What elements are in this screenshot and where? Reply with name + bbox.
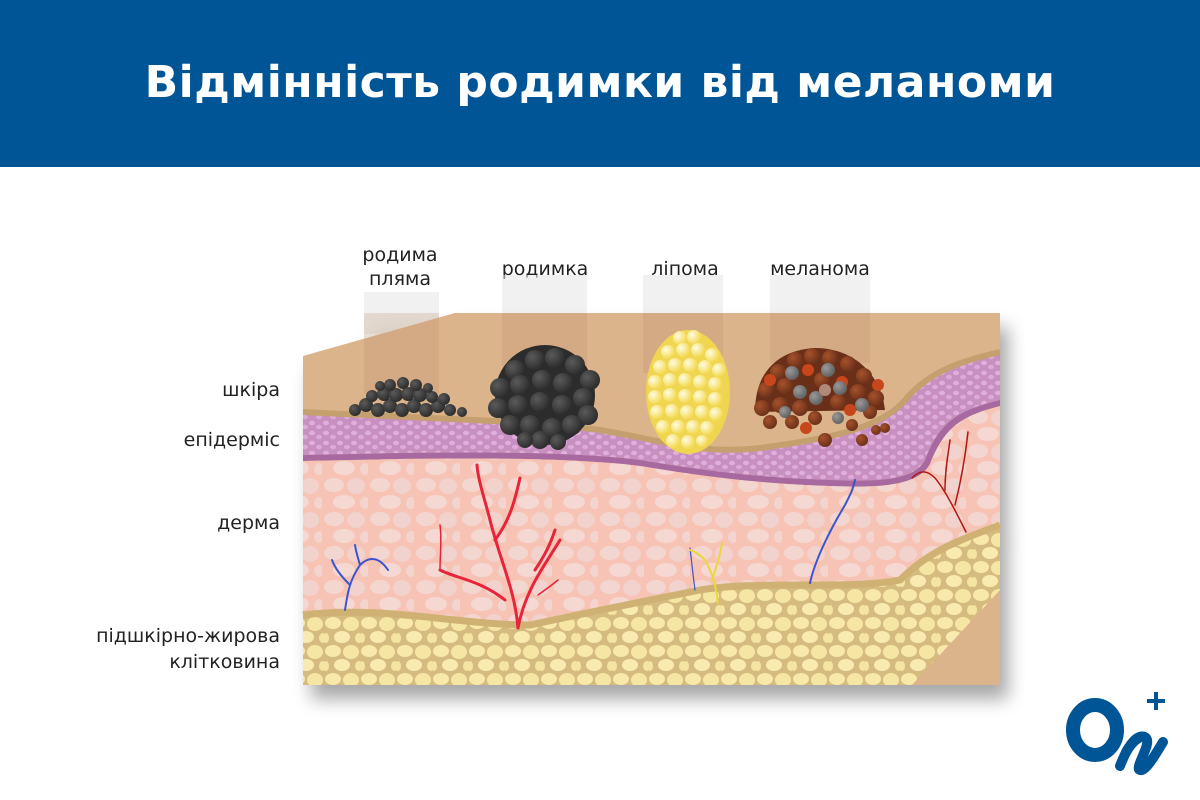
birthmark-cluster: [349, 377, 467, 417]
clinic-logo: [1066, 692, 1168, 775]
blood-vessels: [331, 431, 969, 630]
melanoma-cluster: [754, 348, 890, 447]
label-birthmark: родима пляма: [362, 244, 438, 290]
lipoma-cluster: [646, 330, 730, 454]
mole-cluster: [488, 345, 600, 450]
subcutaneous-layer: [303, 525, 1000, 685]
label-melanoma: меланома: [770, 258, 870, 280]
label-subcutaneous: підшкірно-жирова клітковина: [96, 625, 280, 673]
label-skin: шкіра: [222, 379, 280, 401]
header-banner: Відмінність родимки від меланоми: [0, 0, 1200, 167]
page-title: Відмінність родимки від меланоми: [144, 57, 1056, 108]
epidermis-layer: [303, 352, 1000, 481]
label-dermis: дерма: [217, 512, 280, 534]
label-lipoma: ліпома: [651, 258, 719, 280]
dermis-layer: [303, 406, 1000, 625]
label-mole: родимка: [501, 258, 589, 280]
label-epidermis: епідерміс: [183, 429, 280, 451]
